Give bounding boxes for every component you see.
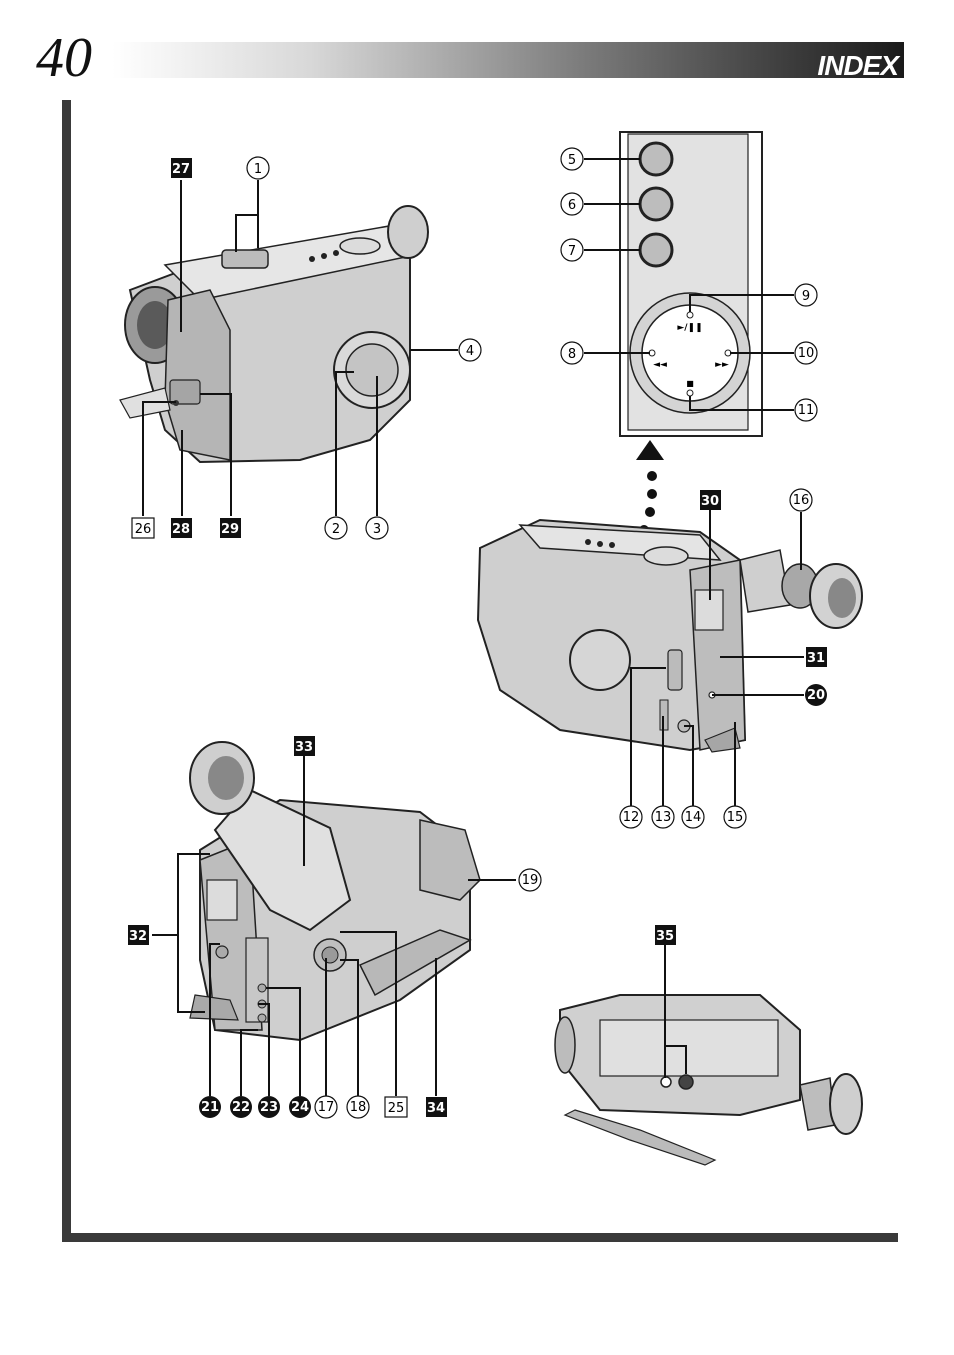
svg-text:11: 11 xyxy=(798,403,815,418)
callout-12: 12 xyxy=(619,805,643,829)
remote-stop-label: ■ xyxy=(686,379,694,388)
remote-fast-forward-label: ►► xyxy=(715,360,729,370)
svg-text:24: 24 xyxy=(291,1100,309,1115)
svg-text:26: 26 xyxy=(135,522,152,537)
svg-text:5: 5 xyxy=(568,153,576,168)
svg-text:3: 3 xyxy=(373,522,381,537)
svg-text:28: 28 xyxy=(172,522,190,537)
svg-text:1: 1 xyxy=(254,162,262,177)
callout-19: 19 xyxy=(518,868,542,892)
section-title: INDEX xyxy=(817,50,899,81)
callout-5: 5 xyxy=(560,147,584,171)
callout-27: 27 xyxy=(171,158,192,178)
callout-35: 35 xyxy=(655,925,676,945)
svg-text:7: 7 xyxy=(568,244,576,259)
remote-button-6 xyxy=(638,186,674,222)
callout-16: 16 xyxy=(789,488,813,512)
svg-text:21: 21 xyxy=(201,1100,219,1115)
callout-29: 29 xyxy=(220,518,241,538)
svg-text:31: 31 xyxy=(807,651,825,666)
svg-text:16: 16 xyxy=(793,493,810,508)
remote-control: ►/❚❚ ◄◄ ►► ■ xyxy=(619,131,763,437)
svg-text:23: 23 xyxy=(260,1100,278,1115)
svg-text:14: 14 xyxy=(685,810,702,825)
leader-lines xyxy=(142,158,804,1096)
callout-25: 25 xyxy=(384,1096,408,1118)
callout-26: 26 xyxy=(131,517,155,539)
page-header: 40 INDEX xyxy=(30,28,906,88)
frame-left-rule xyxy=(62,100,71,1242)
callout-6: 6 xyxy=(560,192,584,216)
callout-32: 32 xyxy=(128,925,149,945)
svg-text:8: 8 xyxy=(568,347,576,362)
callout-21: 21 xyxy=(199,1096,221,1118)
svg-text:10: 10 xyxy=(798,346,815,361)
callout-17: 17 xyxy=(314,1095,338,1119)
svg-text:35: 35 xyxy=(656,929,674,944)
callout-9: 9 xyxy=(794,283,818,307)
callout-13: 13 xyxy=(651,805,675,829)
callout-24: 24 xyxy=(289,1096,311,1118)
callout-4: 4 xyxy=(458,338,482,362)
camcorder-rear-view xyxy=(189,741,481,1042)
remote-rewind-label: ◄◄ xyxy=(653,360,667,370)
svg-text:22: 22 xyxy=(232,1100,250,1115)
camcorder-side-view xyxy=(476,518,863,753)
svg-text:6: 6 xyxy=(568,198,576,213)
svg-text:32: 32 xyxy=(129,929,147,944)
callout-7: 7 xyxy=(560,238,584,262)
callout-14: 14 xyxy=(681,805,705,829)
svg-text:15: 15 xyxy=(727,810,744,825)
svg-text:29: 29 xyxy=(221,522,239,537)
svg-text:17: 17 xyxy=(318,1100,335,1115)
svg-text:34: 34 xyxy=(427,1101,445,1116)
callout-15: 15 xyxy=(723,805,747,829)
callout-11: 11 xyxy=(794,398,818,422)
frame-bottom-rule xyxy=(62,1233,898,1242)
remote-button-7 xyxy=(638,232,674,268)
callout-23: 23 xyxy=(258,1096,280,1118)
remote-play-pause-label: ►/❚❚ xyxy=(677,323,702,333)
svg-text:4: 4 xyxy=(466,344,474,359)
callout-2: 2 xyxy=(324,516,348,540)
svg-text:12: 12 xyxy=(623,810,640,825)
callout-31: 31 xyxy=(806,647,827,667)
callout-34: 34 xyxy=(426,1097,447,1117)
callout-28: 28 xyxy=(171,518,192,538)
svg-text:30: 30 xyxy=(701,494,719,509)
callout-33: 33 xyxy=(294,736,315,756)
remote-button-5 xyxy=(638,141,674,177)
callout-1: 1 xyxy=(246,156,270,180)
callout-10: 10 xyxy=(794,341,818,365)
svg-text:20: 20 xyxy=(807,688,825,703)
header-gradient-bar: INDEX xyxy=(112,42,904,81)
svg-text:18: 18 xyxy=(350,1100,367,1115)
svg-text:19: 19 xyxy=(522,873,539,888)
camcorder-front-view xyxy=(119,205,429,464)
svg-text:2: 2 xyxy=(332,522,340,537)
callout-20: 20 xyxy=(805,684,827,706)
callout-8: 8 xyxy=(560,341,584,365)
svg-text:9: 9 xyxy=(802,289,810,304)
camcorder-bottom-view xyxy=(554,994,863,1166)
callout-3: 3 xyxy=(365,516,389,540)
svg-text:13: 13 xyxy=(655,810,672,825)
callout-22: 22 xyxy=(230,1096,252,1118)
svg-text:33: 33 xyxy=(295,740,313,755)
callout-30: 30 xyxy=(700,490,721,510)
page-number: 40 xyxy=(36,27,92,89)
callout-18: 18 xyxy=(346,1095,370,1119)
svg-text:25: 25 xyxy=(388,1101,405,1116)
svg-text:27: 27 xyxy=(172,162,190,177)
